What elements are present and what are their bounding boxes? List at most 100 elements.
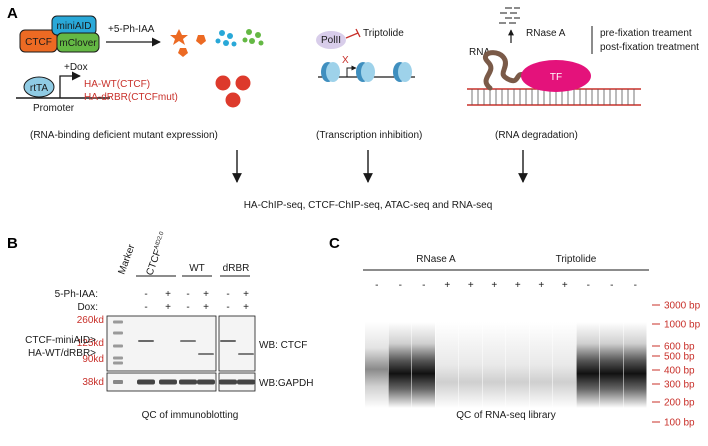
bp-label-6: 200 bp (664, 398, 695, 409)
inhibition-bar (355, 28, 361, 38)
dox-label: +Dox (64, 62, 88, 73)
polII-ellipse (316, 31, 346, 49)
pre-fixation-label: pre-fixation treament (600, 28, 692, 39)
rna-lane-sign-3: + (444, 280, 450, 291)
wb-sign-0-1: + (165, 289, 171, 300)
treatment-5ph-iaa: +5-Ph-IAA (108, 24, 155, 35)
fragment-pentagon (196, 35, 206, 45)
mclover-label: mClover (59, 38, 97, 49)
rna-lane-11 (623, 322, 647, 408)
marker-band (113, 331, 123, 335)
wb-sign-1-2: - (186, 302, 189, 313)
panel-a-letter: A (7, 5, 18, 22)
caption-rnaseq: QC of RNA-seq library (456, 410, 555, 421)
rna-gel-lanes (365, 322, 647, 408)
bp-label-3: 500 bp (664, 352, 695, 363)
blocked-x-mark: X (342, 55, 349, 66)
rna-lane-2 (412, 322, 435, 408)
mw-125: 125kd (77, 338, 104, 349)
rna-lane-sign-7: + (538, 280, 544, 291)
rna-lane-0 (365, 322, 388, 408)
mw-260: 260kd (77, 315, 104, 326)
inhibition-line (345, 32, 359, 39)
ctcf-band (220, 340, 236, 342)
rna-strand (483, 50, 529, 91)
rttA-promoter-construct: rtTA (16, 71, 110, 99)
gapdh-band (197, 379, 215, 385)
wb-group-ctcf-aid: CTCFAID2.0 (136, 230, 176, 277)
wb-sign-1-3: + (203, 302, 209, 313)
gapdh-band (159, 379, 177, 385)
wb-ctcf-label: WB: CTCF (259, 340, 307, 351)
wb-sign-0-5: + (243, 289, 249, 300)
caption-col2: (Transcription inhibition) (316, 130, 422, 141)
caption-col1: (RNA-binding deficient mutant expression… (30, 130, 218, 141)
gapdh-band (179, 379, 197, 385)
rna-sign-row: ---++++++--- (375, 280, 637, 291)
rna-lane-10 (600, 322, 623, 408)
bp-label-4: 400 bp (664, 366, 695, 377)
group-triptolide-label: Triptolide (556, 254, 597, 265)
bp-label-0: 3000 bp (664, 301, 701, 312)
ctcf-band (198, 353, 214, 355)
rna-lane-3 (435, 322, 459, 408)
group-ctcf-label: CTCFAID2.0 (144, 230, 170, 277)
rna-lane-9 (576, 322, 600, 408)
marker-band (113, 344, 123, 348)
group-rnase-label: RNase A (416, 254, 456, 265)
wb-sign-1-0: - (144, 302, 147, 313)
marker-band (113, 356, 123, 360)
triptolide-label: Triptolide (363, 28, 404, 39)
rna-lane-6 (506, 322, 529, 408)
band-label-ha-wt-drbr: HA-WT/dRBR> (28, 348, 96, 359)
wb-bands (113, 320, 255, 385)
wb-sign-0-4: - (226, 289, 229, 300)
rna-lane-sign-2: - (422, 280, 425, 291)
ctcf-blot (106, 315, 256, 372)
post-fixation-label: post-fixation treatment (600, 42, 699, 53)
ctcf-band (138, 340, 154, 342)
rna-lane-7 (529, 322, 553, 408)
ha-wt-label: HA-WT(CTCF) (84, 79, 150, 90)
rttA-label: rtTA (30, 83, 48, 94)
ctcf-label: CTCF (25, 37, 52, 48)
rna-lane-1 (388, 322, 412, 408)
ctcf-band (180, 340, 196, 342)
wb-sign-grid: -+-+-+-+-+-+ (144, 289, 249, 313)
group-wt-label: WT (189, 263, 205, 274)
ha-drbr-label: HA-dRBR(CTCFmut) (84, 92, 178, 103)
ctcf-band (238, 353, 254, 355)
caption-col3: (RNA degradation) (495, 130, 578, 141)
bp-label-5: 300 bp (664, 380, 695, 391)
marker-band (113, 320, 123, 324)
tf-label: TF (550, 72, 562, 83)
promoter-label: Promoter (33, 103, 75, 114)
miniaid-label: miniAID (56, 21, 91, 32)
bp-label-2: 600 bp (664, 342, 695, 353)
tf-ellipse (521, 60, 591, 92)
rna-lane-sign-1: - (399, 280, 402, 291)
rna-fragments (499, 7, 520, 24)
marker-band (113, 380, 123, 384)
fragment-star (170, 29, 188, 45)
rna-lane-4 (459, 322, 482, 408)
band-label-ctcf-miniaid: CTCF-miniAID> (25, 335, 96, 346)
gapdh-band (219, 379, 237, 385)
degraded-fragments (170, 29, 264, 57)
rna-lane-sign-6: + (515, 280, 521, 291)
rna-lane-sign-8: + (562, 280, 568, 291)
wb-sign-0-2: - (186, 289, 189, 300)
mclover-box (56, 32, 100, 53)
group-drbr-label: dRBR (223, 263, 250, 274)
fragment-pentagon (178, 48, 188, 57)
promoter-arrow (59, 71, 81, 98)
bp-label-1: 1000 bp (664, 320, 701, 331)
polII-complex: PolII (316, 28, 361, 49)
row-label-dox: Dox: (77, 302, 98, 313)
rna-lane-sign-11: - (634, 280, 637, 291)
gapdh-band (237, 379, 255, 385)
row-label-iaa: 5-Ph-IAA: (55, 289, 98, 300)
rna-lane-sign-4: + (468, 280, 474, 291)
